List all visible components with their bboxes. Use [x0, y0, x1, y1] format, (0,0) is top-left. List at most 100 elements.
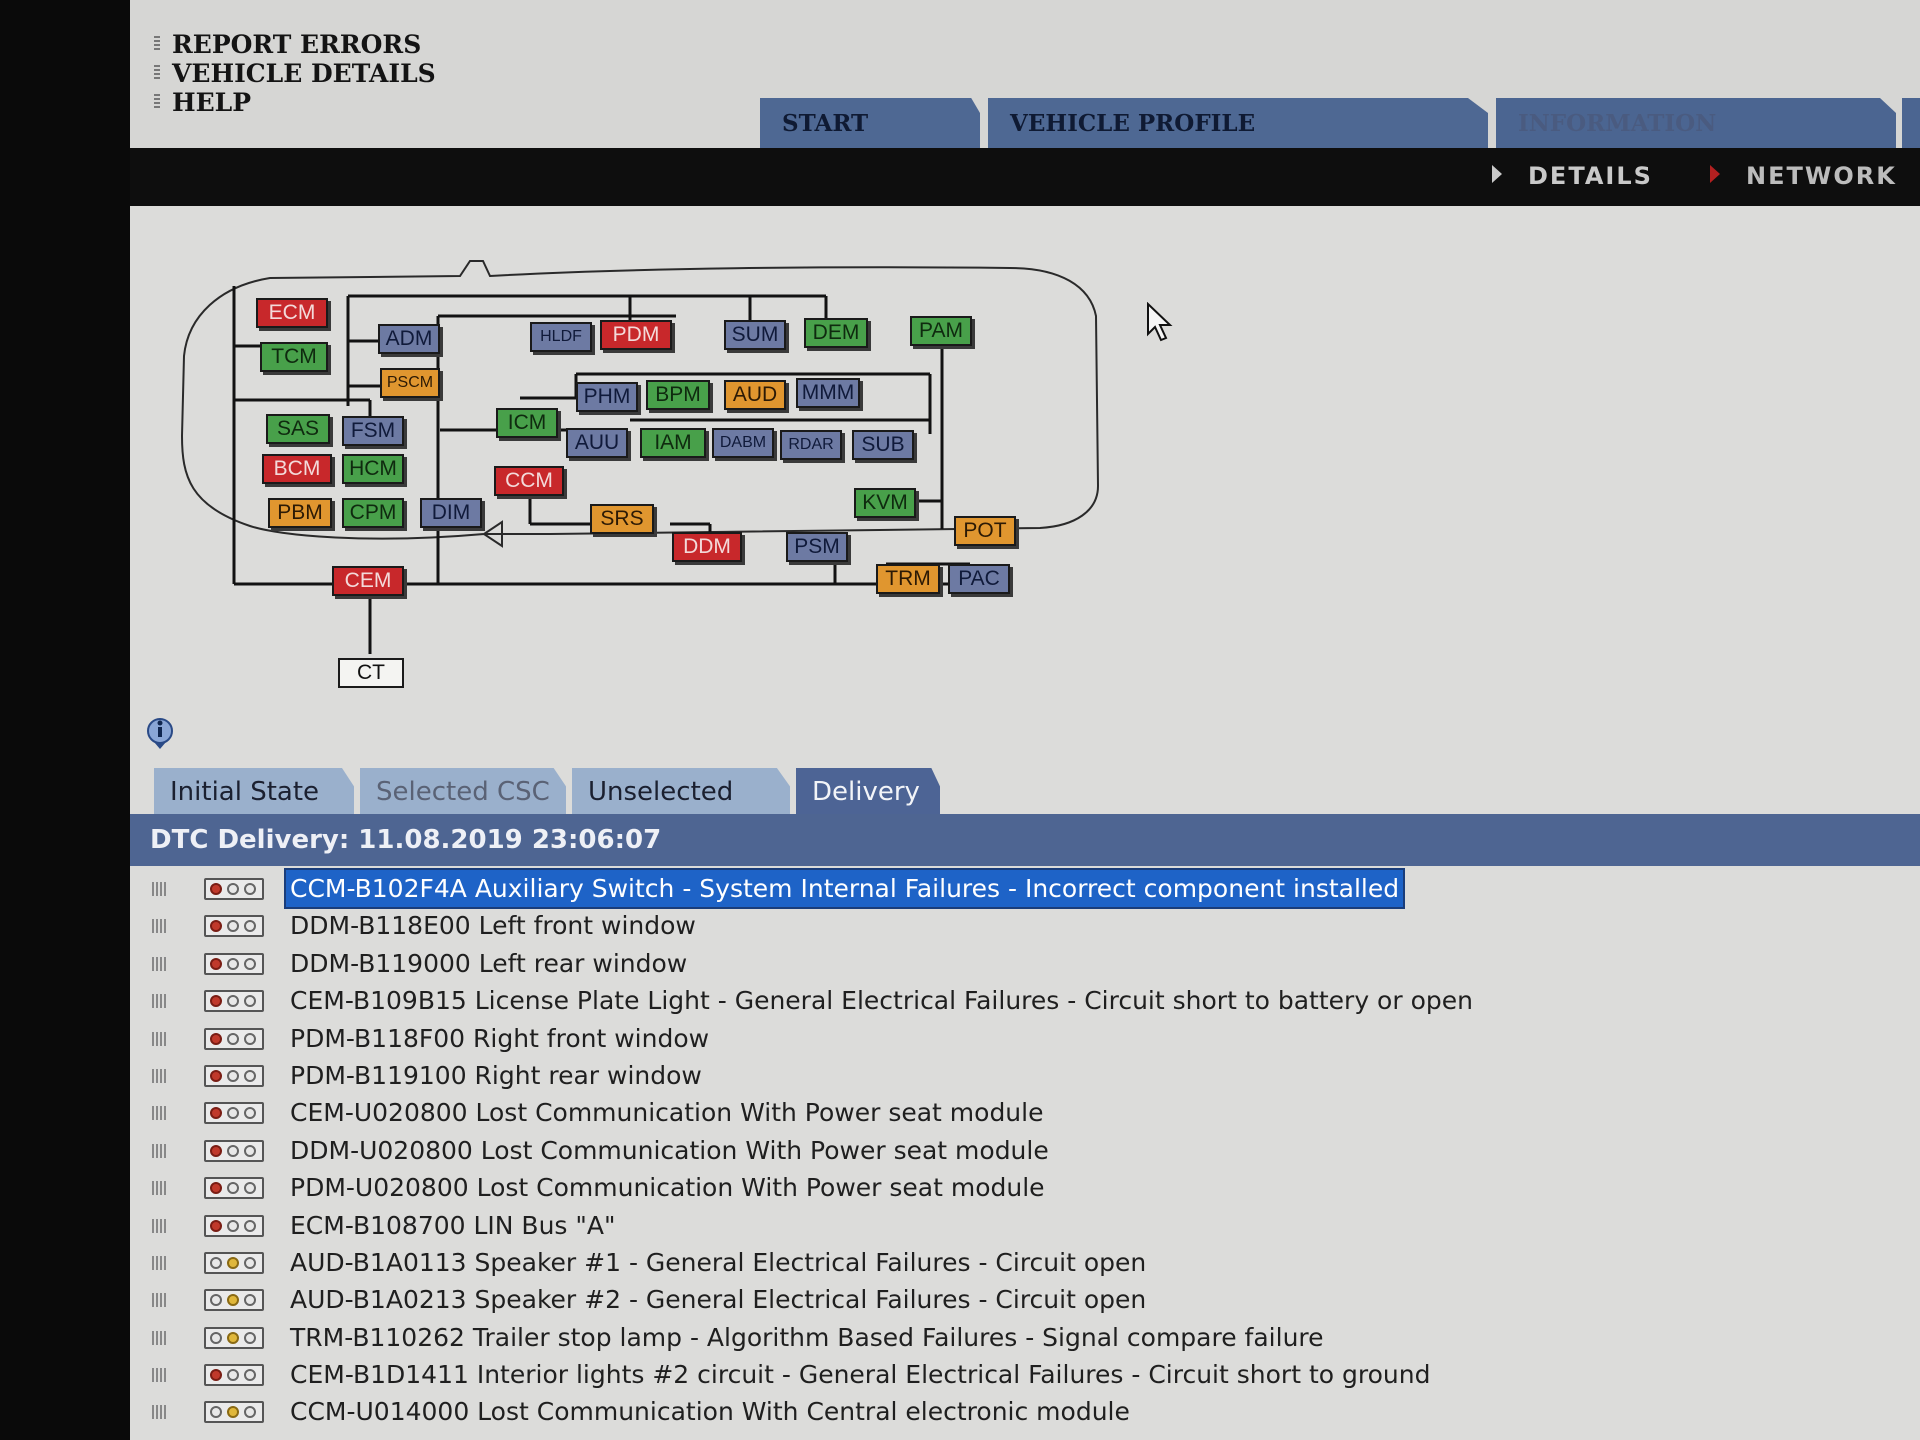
tab-selected-csc[interactable]: Selected CSC: [360, 768, 566, 814]
module-pac[interactable]: PAC: [948, 564, 1010, 594]
module-adm[interactable]: ADM: [378, 324, 440, 354]
main-tabs: START VEHICLE PROFILE INFORMATION WO: [130, 98, 1920, 148]
drag-handle-icon[interactable]: [152, 1218, 166, 1233]
dtc-text: ECM-B108700 LIN Bus "A": [290, 1210, 616, 1240]
tab-information[interactable]: INFORMATION: [1496, 98, 1896, 148]
tab-unselected-csc[interactable]: Unselected CSC: [572, 768, 790, 814]
tab-start[interactable]: START: [760, 98, 980, 148]
module-tcm[interactable]: TCM: [260, 342, 328, 372]
dtc-row[interactable]: CEM-U020800 Lost Communication With Powe…: [130, 1094, 1920, 1131]
tab-delivery[interactable]: Delivery: [796, 768, 940, 814]
dtc-row[interactable]: PDM-B118F00 Right front window: [130, 1020, 1920, 1057]
dtc-row[interactable]: CEM-B109B15 License Plate Light - Genera…: [130, 982, 1920, 1019]
network-diagram: ECM TCM ADM PSCM HLDF PDM SUM DEM PAM PH…: [130, 206, 1920, 766]
help-link[interactable]: HELP: [150, 88, 436, 117]
module-dabm[interactable]: DABM: [712, 428, 774, 458]
dtc-row[interactable]: TRM-B110262 Trailer stop lamp - Algorith…: [130, 1319, 1920, 1356]
nav-details[interactable]: DETAILS: [1492, 162, 1653, 190]
module-rdar[interactable]: RDAR: [780, 430, 842, 460]
tab-initial-state[interactable]: Initial State: [154, 768, 354, 814]
module-hcm[interactable]: HCM: [342, 454, 404, 484]
drag-handle-icon[interactable]: [152, 1106, 166, 1121]
dtc-row[interactable]: ECM-B108700 LIN Bus "A": [130, 1207, 1920, 1244]
module-kvm[interactable]: KVM: [854, 488, 916, 518]
status-lamp-icon: [204, 1177, 264, 1200]
vehicle-details-link[interactable]: VEHICLE DETAILS: [150, 59, 436, 88]
dtc-row[interactable]: DDM-B119000 Left rear window: [130, 945, 1920, 982]
module-cpm[interactable]: CPM: [342, 498, 404, 528]
dtc-text: CEM-B1D1411 Interior lights #2 circuit -…: [290, 1360, 1431, 1390]
dtc-text: PDM-U020800 Lost Communication With Powe…: [290, 1173, 1045, 1203]
drag-handle-icon[interactable]: [152, 882, 166, 896]
dtc-text: CEM-B109B15 License Plate Light - Genera…: [290, 986, 1473, 1016]
module-sum[interactable]: SUM: [724, 320, 786, 350]
dtc-row[interactable]: CCM-B102F4A Auxiliary Switch - System In…: [130, 868, 1920, 909]
drag-handle-icon[interactable]: [152, 1068, 166, 1083]
module-auu[interactable]: AUU: [566, 428, 628, 458]
module-pbm[interactable]: PBM: [268, 498, 332, 528]
module-mmm[interactable]: MMM: [796, 378, 860, 408]
module-ddm[interactable]: DDM: [672, 532, 742, 562]
module-dem[interactable]: DEM: [804, 318, 868, 348]
dtc-row[interactable]: DDM-U020800 Lost Communication With Powe…: [130, 1132, 1920, 1169]
module-pam[interactable]: PAM: [910, 316, 972, 346]
drag-handle-icon[interactable]: [152, 1031, 166, 1046]
module-pdm[interactable]: PDM: [600, 320, 672, 350]
drag-handle-icon[interactable]: [152, 1368, 166, 1383]
dtc-list: CCM-B102F4A Auxiliary Switch - System In…: [130, 868, 1920, 1431]
drag-handle-icon[interactable]: [152, 1293, 166, 1308]
play-arrow-icon: [1710, 165, 1720, 183]
module-iam[interactable]: IAM: [640, 428, 706, 458]
module-icm[interactable]: ICM: [496, 408, 558, 438]
module-sub[interactable]: SUB: [852, 430, 914, 460]
dtc-row[interactable]: PDM-U020800 Lost Communication With Powe…: [130, 1169, 1920, 1206]
drag-handle-icon[interactable]: [152, 1181, 166, 1196]
status-lamp-icon: [204, 1401, 264, 1424]
module-fsm[interactable]: FSM: [342, 416, 404, 446]
dtc-row[interactable]: DDM-B118E00 Left front window: [130, 907, 1920, 944]
dtc-row[interactable]: AUD-B1A0113 Speaker #1 - General Electri…: [130, 1244, 1920, 1281]
dtc-text: PDM-B118F00 Right front window: [290, 1023, 710, 1053]
module-phm[interactable]: PHM: [576, 382, 638, 412]
module-hldf[interactable]: HLDF: [530, 322, 592, 352]
module-dim[interactable]: DIM: [420, 498, 482, 528]
status-lamp-icon: [204, 1027, 264, 1050]
module-ecm[interactable]: ECM: [256, 298, 328, 328]
drag-handle-icon[interactable]: [152, 1255, 166, 1270]
module-trm[interactable]: TRM: [876, 564, 940, 594]
drag-handle-icon[interactable]: [152, 919, 166, 934]
status-lamp-icon: [204, 1214, 264, 1237]
module-srs[interactable]: SRS: [590, 504, 654, 534]
module-cem[interactable]: CEM: [332, 566, 404, 596]
drag-handle-icon[interactable]: [152, 956, 166, 971]
module-sas[interactable]: SAS: [266, 414, 330, 444]
dtc-text: CEM-U020800 Lost Communication With Powe…: [290, 1098, 1044, 1128]
module-bpm[interactable]: BPM: [646, 380, 710, 410]
drag-handle-icon[interactable]: [152, 1330, 166, 1345]
report-errors-link[interactable]: REPORT ERRORS: [150, 30, 436, 59]
nav-network[interactable]: NETWORK: [1710, 162, 1897, 190]
tab-wo[interactable]: WO: [1902, 98, 1920, 148]
drag-handle-icon[interactable]: [152, 1143, 166, 1158]
info-icon[interactable]: [144, 716, 176, 750]
dtc-row[interactable]: AUD-B1A0213 Speaker #2 - General Electri…: [130, 1281, 1920, 1318]
play-arrow-icon: [1492, 165, 1502, 183]
application-screen: REPORT ERRORS VEHICLE DETAILS HELP START…: [130, 0, 1920, 1440]
module-ccm[interactable]: CCM: [494, 466, 564, 496]
dtc-row[interactable]: PDM-B119100 Right rear window: [130, 1057, 1920, 1094]
dtc-text: AUD-B1A0213 Speaker #2 - General Electri…: [290, 1285, 1147, 1315]
module-aud[interactable]: AUD: [724, 380, 786, 410]
top-bar: REPORT ERRORS VEHICLE DETAILS HELP START…: [130, 0, 1920, 148]
tab-vehicle-profile[interactable]: VEHICLE PROFILE: [988, 98, 1488, 148]
module-pot[interactable]: POT: [954, 516, 1016, 546]
drag-handle-icon[interactable]: [152, 994, 166, 1009]
dtc-row[interactable]: CEM-B1D1411 Interior lights #2 circuit -…: [130, 1356, 1920, 1393]
module-pscm[interactable]: PSCM: [380, 368, 440, 398]
status-lamp-icon: [204, 1102, 264, 1125]
module-psm[interactable]: PSM: [786, 532, 848, 562]
module-bcm[interactable]: BCM: [262, 454, 332, 484]
module-ct[interactable]: CT: [338, 658, 404, 688]
drag-handle-icon[interactable]: [152, 1405, 166, 1420]
dtc-row[interactable]: CCM-U014000 Lost Communication With Cent…: [130, 1393, 1920, 1430]
status-lamp-icon: [204, 952, 264, 975]
